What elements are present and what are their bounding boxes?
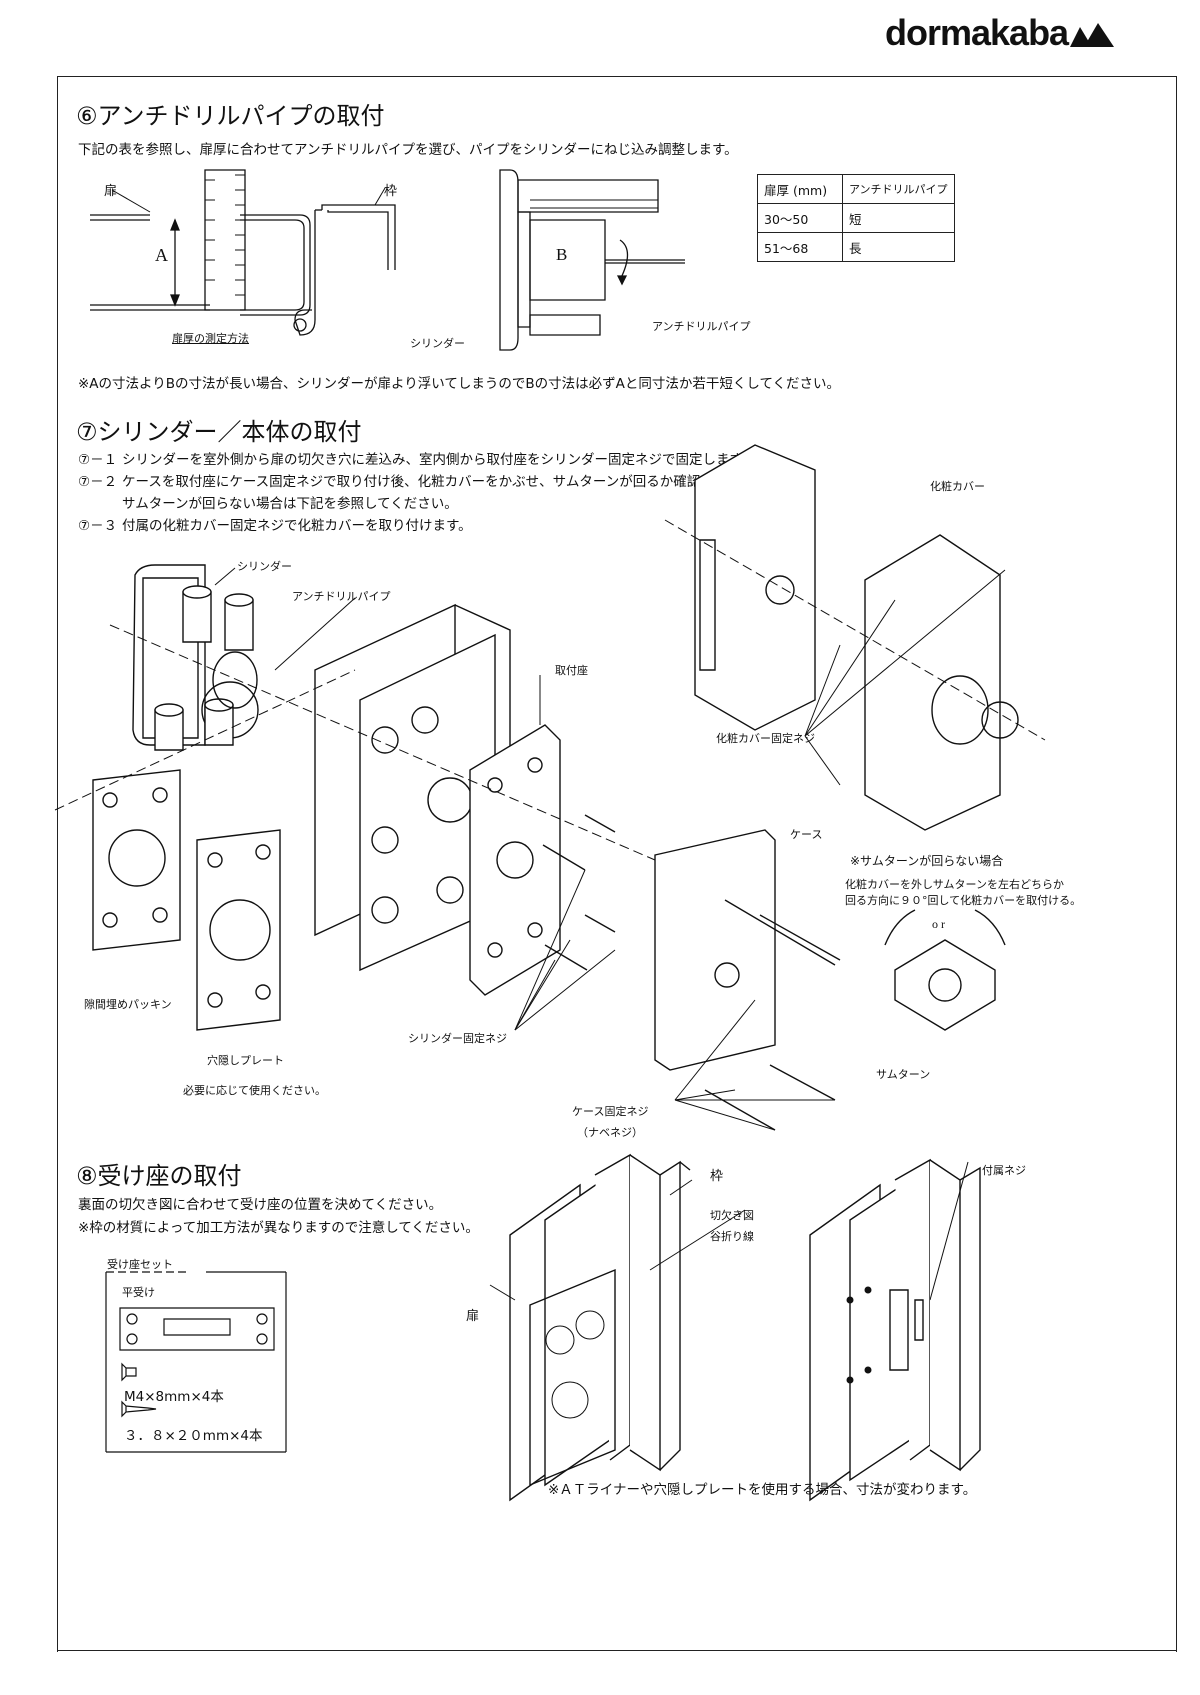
table-header-row: 扉厚 (mm) アンチドリルパイプ <box>757 174 955 204</box>
table-cell: 30～50 <box>757 203 843 233</box>
pipe-label-6: アンチドリルパイプ <box>652 320 751 333</box>
cover-label: 化粧カバー <box>930 480 985 493</box>
cylinder-side-diagram <box>470 170 700 360</box>
section6-desc: 下記の表を参照し、扉厚に合わせてアンチドリルパイプを選び、パイプをシリンダーにね… <box>78 142 738 158</box>
hide-plate-label: 穴隠しプレート <box>207 1054 284 1067</box>
section8-title: ⑧受け座の取付 <box>76 1162 242 1190</box>
cyl-screw-label: シリンダー固定ネジ <box>408 1032 507 1045</box>
gasket-label: 隙間埋めパッキン <box>84 998 172 1011</box>
thumb-note-line2: 回る方向に９０°回して化粧カバーを取付ける。 <box>845 894 1082 907</box>
table-header-thickness: 扉厚 (mm) <box>757 174 843 204</box>
step-7-2-note: サムターンが回らない場合は下記を参照してください。 <box>78 492 458 512</box>
dim-b-label: B <box>556 245 568 264</box>
door-label-8: 扉 <box>466 1309 480 1324</box>
door-measure-diagram <box>90 170 450 370</box>
case-screw-label: ケース固定ネジ <box>572 1105 649 1118</box>
pipe-spec-table: 扉厚 (mm) アンチドリルパイプ 30～50 短 51～68 長 <box>757 174 955 262</box>
frame-installation-diagram <box>490 1150 1010 1470</box>
section7-title: ⑦シリンダー／本体の取付 <box>76 418 362 446</box>
section8-note: ※ＡＴライナーや穴隠しプレートを使用する場合、寸法が変わります。 <box>548 1482 977 1498</box>
step-number: ⑦－１ <box>78 452 118 468</box>
use-if-needed-label: 必要に応じて使用ください。 <box>183 1084 326 1097</box>
dim-a-label: A <box>155 245 168 265</box>
cover-screw-label: 化粧カバー固定ネジ <box>716 732 815 745</box>
mount-label: 取付座 <box>555 664 588 677</box>
case-label: ケース <box>790 828 823 841</box>
flat-strike-label: 平受け <box>122 1286 155 1299</box>
frame-label-6: 枠 <box>384 184 398 199</box>
table-cell: 長 <box>842 232 955 262</box>
step-text: ケースを取付座にケース固定ネジで取り付け後、化粧カバーをかぶせ、サムターンが回る… <box>122 474 753 490</box>
measure-method-label: 扉厚の測定方法 <box>172 332 249 345</box>
section6-title: ⑥アンチドリルパイプの取付 <box>76 102 385 130</box>
thumb-note-title: ※サムターンが回らない場合 <box>850 854 1004 868</box>
brand-name: dormakaba <box>885 12 1069 53</box>
cylinder-label-7: シリンダー <box>237 560 292 573</box>
step-number: ⑦－２ <box>78 474 118 490</box>
cut-fig-label: 切欠き図 <box>710 1209 754 1222</box>
strike-set-title: 受け座セット <box>107 1258 173 1271</box>
pipe-label-7: アンチドリルパイプ <box>292 590 391 603</box>
step-text: サムターンが回らない場合は下記を参照してください。 <box>122 496 458 512</box>
door-label-6: 扉 <box>104 184 118 199</box>
table-header-pipe: アンチドリルパイプ <box>842 174 955 204</box>
brand-mark-icon <box>1070 23 1115 47</box>
thumb-label: サムターン <box>876 1068 931 1081</box>
thumb-note-line1: 化粧カバーを外しサムターンを左右どちらか <box>845 878 1065 891</box>
section8-desc1: 裏面の切欠き図に合わせて受け座の位置を決めてください。 <box>78 1197 443 1213</box>
cylinder-label-6: シリンダー <box>410 337 465 350</box>
case-screw-sub-label: （ナベネジ） <box>577 1126 643 1139</box>
table-row: 30～50 短 <box>757 203 955 233</box>
screw-label-8: 付属ネジ <box>982 1164 1026 1177</box>
step-text: シリンダーを室外側から扉の切欠き穴に差込み、室内側から取付座をシリンダー固定ネジ… <box>122 452 756 468</box>
or-label: o r <box>932 917 945 931</box>
step-text: 付属の化粧カバー固定ネジで化粧カバーを取り付けます。 <box>122 518 472 534</box>
bottom-rule <box>57 1650 1177 1651</box>
section8-desc2: ※枠の材質によって加工方法が異なりますので注意してください。 <box>78 1220 479 1236</box>
screw1-label: M4×8mm×4本 <box>124 1389 224 1405</box>
valley-fold-label: 谷折り線 <box>710 1230 754 1243</box>
page-frame <box>57 76 1177 1652</box>
section6-note: ※Aの寸法よりBの寸法が長い場合、シリンダーが扉より浮いてしまうのでBの寸法は必… <box>78 376 841 392</box>
step-number: ⑦－３ <box>78 518 118 534</box>
strike-set-box <box>106 1272 296 1462</box>
frame-label-8: 枠 <box>710 1169 724 1184</box>
table-cell: 51～68 <box>757 232 843 262</box>
screw2-label: ３．８×２０mm×4本 <box>124 1428 263 1444</box>
brand-logo: dormakaba <box>885 12 1115 54</box>
exploded-assembly-diagram <box>55 440 1125 1160</box>
table-cell: 短 <box>842 203 955 233</box>
table-row: 51～68 長 <box>757 232 955 262</box>
